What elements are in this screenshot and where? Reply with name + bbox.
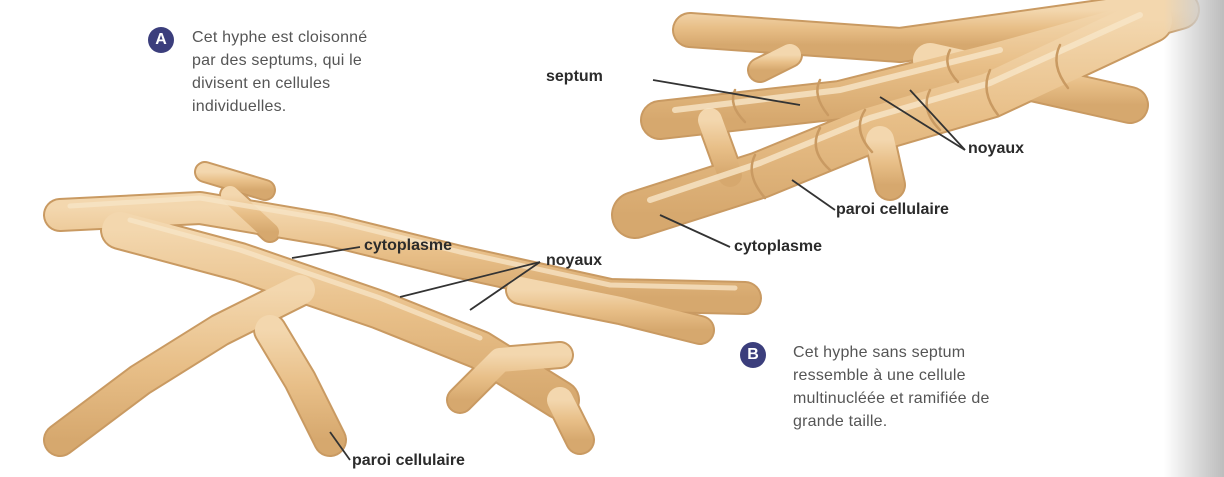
caption-a: Cet hyphe est cloisonné par des septums,…	[192, 26, 367, 118]
caption-b-line-4: grande taille.	[793, 410, 990, 433]
caption-a-line-2: par des septums, qui le	[192, 49, 367, 72]
caption-b-line-1: Cet hyphe sans septum	[793, 341, 990, 364]
septate-hypha	[635, 10, 1180, 215]
label-a-septum: septum	[546, 68, 603, 86]
caption-b: Cet hyphe sans septum ressemble à une ce…	[793, 341, 990, 433]
caption-a-line-4: individuelles.	[192, 95, 367, 118]
label-a-cytoplasme: cytoplasme	[734, 238, 822, 256]
label-b-paroi: paroi cellulaire	[352, 452, 465, 470]
caption-b-line-2: ressemble à une cellule	[793, 364, 990, 387]
badge-a: A	[148, 27, 174, 53]
caption-a-line-3: divisent en cellules	[192, 72, 367, 95]
badge-b: B	[740, 342, 766, 368]
label-a-noyaux: noyaux	[968, 140, 1024, 158]
label-b-noyaux: noyaux	[546, 252, 602, 270]
caption-b-line-3: multinucléée et ramifiée de	[793, 387, 990, 410]
label-a-paroi: paroi cellulaire	[836, 201, 949, 219]
caption-a-line-1: Cet hyphe est cloisonné	[192, 26, 367, 49]
label-b-cytoplasme: cytoplasme	[364, 237, 452, 255]
page-edge-shadow	[1164, 0, 1224, 477]
